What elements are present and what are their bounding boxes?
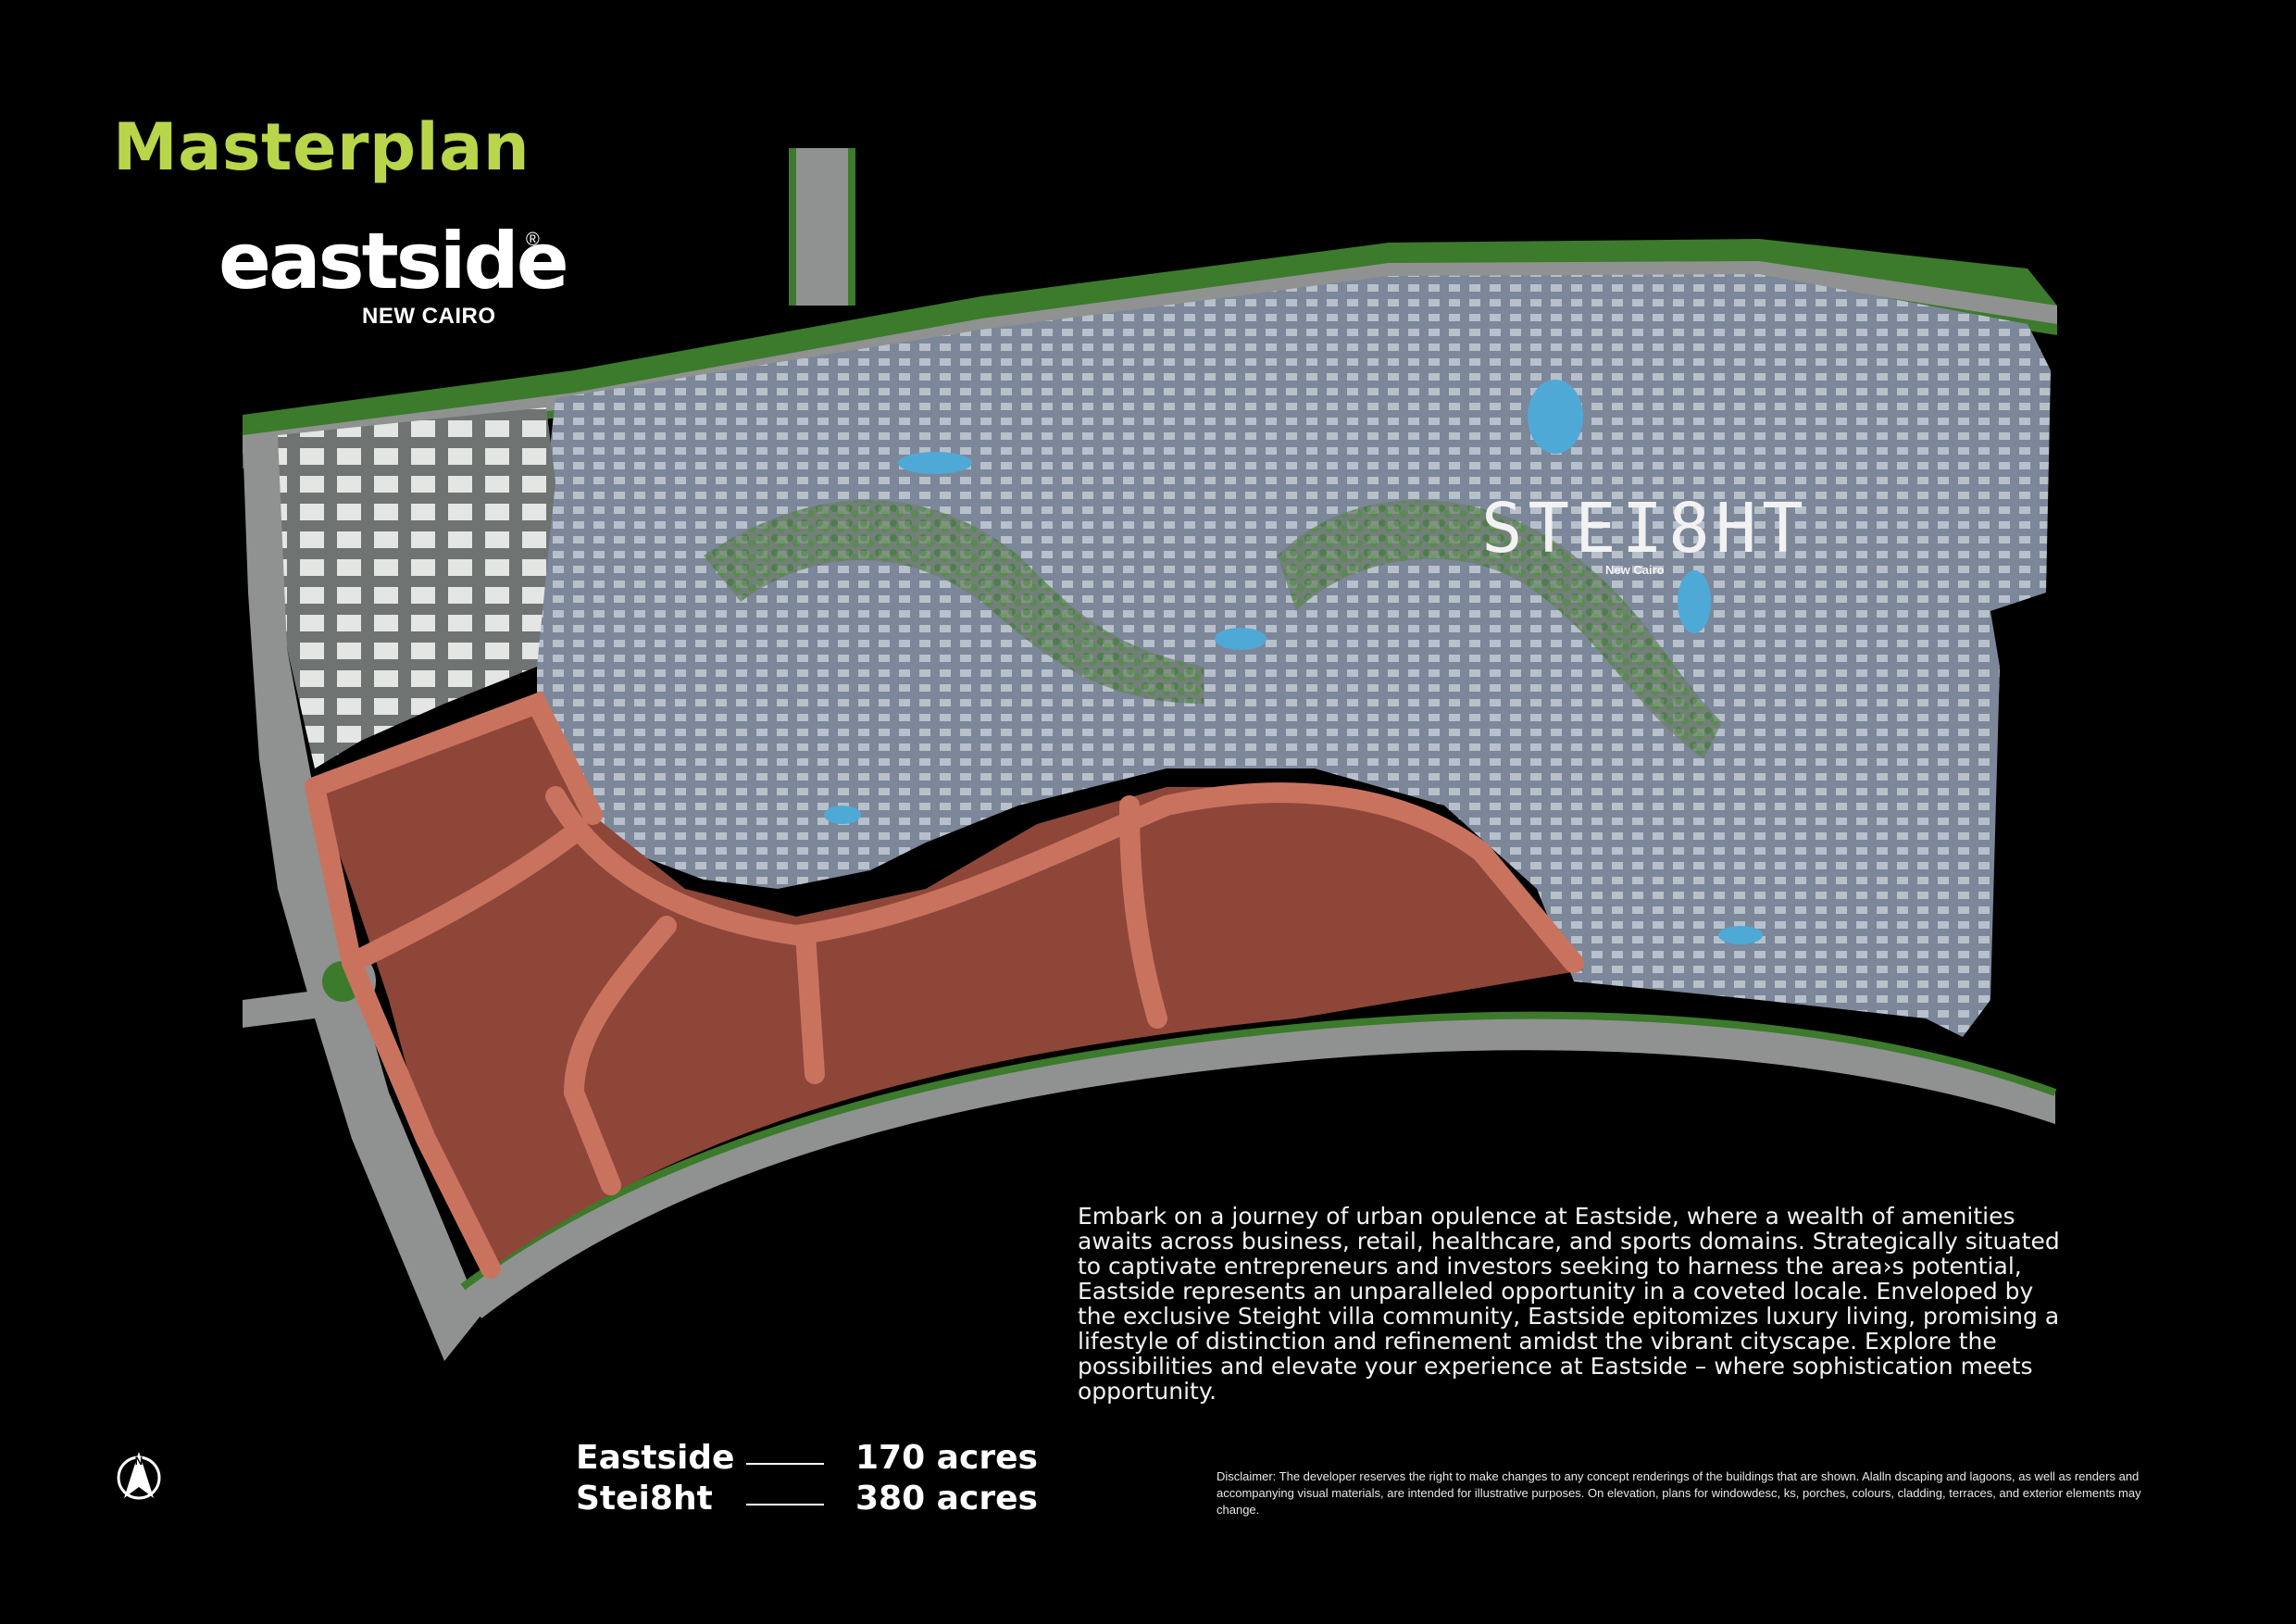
lagoon-2 [1528,380,1583,454]
page-title: Masterplan [113,109,530,185]
lagoon-4 [1215,628,1267,650]
north-road-trees-left [789,148,796,306]
steight-green-corridor-east [1278,500,1722,759]
north-road-trees-right [848,148,855,306]
western-boundary-road [243,435,481,1361]
commercial-block-northwest [278,407,555,768]
area-divider [746,1504,824,1505]
logo-wordmark: eastside [218,216,569,306]
area-value: 170 acres [855,1439,1038,1477]
northern-green-belt [243,239,2057,468]
lagoon-3 [1678,570,1711,633]
lagoon-1 [898,452,972,474]
area-value: 380 acres [855,1480,1038,1518]
description-text: Embark on a journey of urban opulence at… [1078,1203,2060,1405]
disclaimer-text: Disclaimer: The developer reserves the r… [1217,1469,2141,1517]
compass-letter: N [135,1455,144,1468]
northern-boundary-road [243,261,2057,454]
area-row-eastside: Eastside 170 acres [576,1439,1057,1480]
area-name: Stei8ht [576,1480,713,1518]
steight-logo-label: STEI8HT [1481,489,1809,568]
north-arrow-icon: N [117,1452,161,1500]
steight-green-corridor-west [704,500,1204,704]
area-divider [746,1463,824,1465]
lagoon-6 [824,806,861,824]
logo-registered-mark: ® [526,230,540,250]
area-name: Eastside [576,1439,735,1477]
eastside-zone [315,704,1583,1268]
logo-subtitle: NEW CAIRO [362,304,496,329]
west-spur-road [243,991,315,1028]
eastside-internal-roads [305,691,1584,1279]
steight-sub-label: New Cairo [1605,563,1665,577]
lagoon-5 [1718,926,1763,944]
north-access-road [796,148,848,306]
eastside-logo: eastside ® NEW CAIRO [218,222,569,333]
area-row-steight: Stei8ht 380 acres [576,1480,1057,1520]
southern-road-trees [460,1011,2057,1291]
